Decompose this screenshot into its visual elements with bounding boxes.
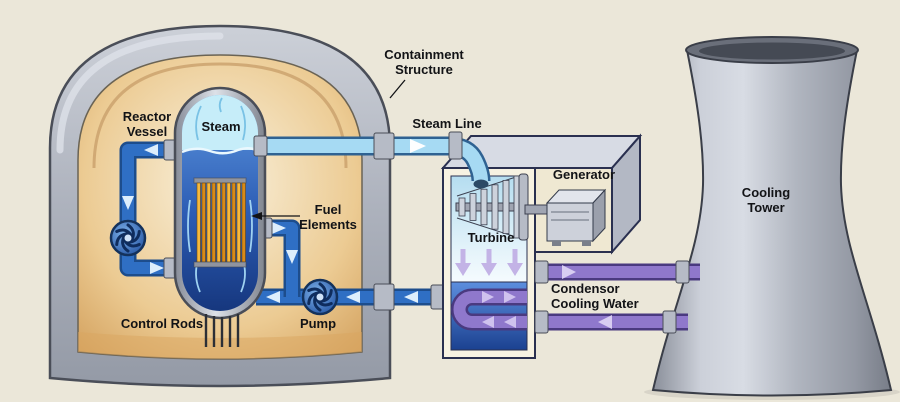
tower-flange — [675, 260, 690, 284]
vessel-flange — [253, 135, 268, 157]
generator-shaft — [524, 204, 550, 215]
cooling-tower — [644, 36, 900, 400]
building-flange — [534, 310, 549, 334]
building-flange — [534, 260, 549, 284]
cooling-water-pipes — [534, 260, 700, 334]
flow-arrow-right — [562, 265, 576, 279]
flow-arrow-left — [404, 291, 418, 303]
reactor-vessel — [173, 86, 267, 320]
fuel-elements — [193, 177, 247, 268]
flow-arrow-down — [122, 196, 134, 210]
control-rods — [204, 314, 240, 347]
steam-line — [253, 131, 491, 189]
interior-floor — [78, 332, 362, 359]
feedwater-loop-right — [256, 217, 445, 316]
dome-highlight — [56, 32, 224, 154]
generator — [524, 188, 607, 246]
fuel-top-plate — [193, 177, 247, 184]
turbine-shaft — [455, 202, 523, 212]
interior-ceiling-arc — [92, 62, 348, 169]
generator-front — [546, 202, 594, 242]
tower-body — [651, 49, 893, 397]
flow-arrow-down — [286, 250, 298, 264]
wall-flange — [373, 283, 395, 311]
steam-down-arrows — [455, 249, 523, 276]
recirculation-loop-left — [109, 139, 180, 279]
condenser-flow-arrows — [482, 291, 516, 328]
steam-arrows — [195, 97, 246, 141]
flow-arrow-left — [144, 144, 158, 156]
pump-left-icon — [109, 219, 147, 257]
steam-pipe-opening — [473, 179, 489, 189]
turbine — [455, 173, 529, 241]
label-pointers — [260, 79, 406, 217]
tower-opening — [699, 42, 845, 60]
flow-arrow-left — [598, 315, 612, 329]
flow-arrow-left — [266, 291, 280, 303]
fuel-bottom-plate — [193, 261, 247, 268]
fuel-pointer-arrowhead — [251, 212, 262, 220]
flow-arrow-left — [346, 291, 360, 303]
roof-flange — [448, 131, 463, 160]
tower-flange — [662, 310, 677, 334]
condenser-u-pipe — [453, 291, 527, 328]
flow-arrow-right — [272, 222, 286, 234]
steam-flow-arrow — [410, 139, 426, 153]
turbine-blades — [458, 175, 521, 239]
pump-right-icon — [301, 278, 339, 316]
containment-pointer-line — [389, 79, 406, 99]
water-surface — [182, 147, 258, 155]
wall-flange — [373, 132, 395, 160]
flow-arrow-right — [150, 262, 164, 274]
